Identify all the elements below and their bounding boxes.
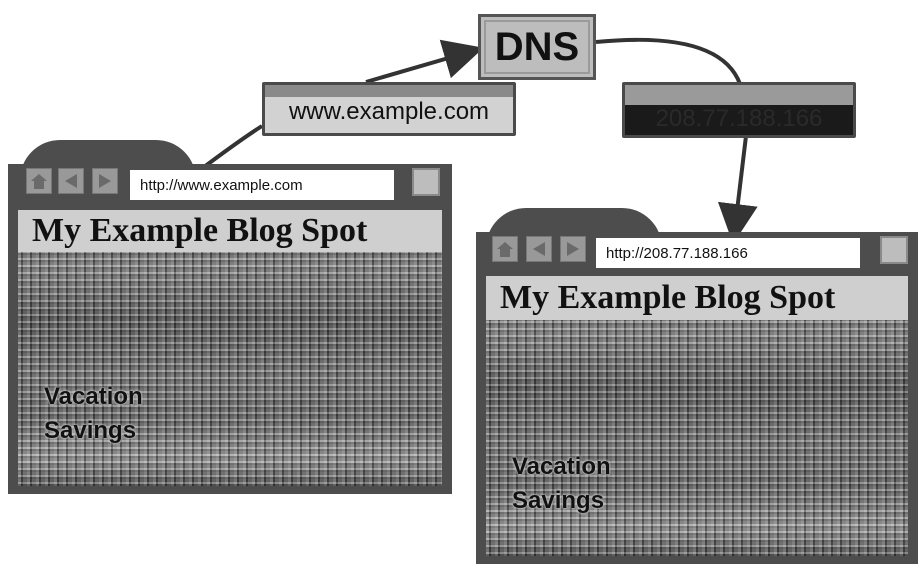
domain-name-text: www.example.com [288, 98, 490, 125]
address-bar[interactable]: http://www.example.com [130, 170, 394, 200]
ip-address-text: 208.77.188.166 [655, 105, 823, 132]
arrow-domain-to-dns [365, 39, 484, 84]
nav-link-savings[interactable]: Savings [512, 487, 605, 514]
nav-link-savings[interactable]: Savings [44, 417, 137, 444]
address-bar-text: http://208.77.188.166 [606, 244, 748, 262]
arrow-ip-to-browser [717, 135, 758, 244]
home-icon[interactable] [26, 168, 52, 194]
domain-name-label: www.example.com [262, 82, 516, 136]
page-content: My Example Blog Spot Vacation Savings [486, 276, 908, 556]
left-browser-window: http://www.example.com My Example Blog S… [8, 164, 452, 494]
page-content: My Example Blog Spot Vacation Savings [18, 210, 442, 486]
address-bar-text: http://www.example.com [140, 176, 303, 194]
nav-link-vacation[interactable]: Vacation [512, 453, 611, 480]
forward-arrow-icon[interactable] [92, 168, 118, 194]
ip-address-label: 208.77.188.166 [622, 82, 856, 138]
dns-label: DNS [494, 24, 580, 69]
window-button[interactable] [412, 168, 440, 196]
back-arrow-icon[interactable] [526, 236, 552, 262]
blog-title: My Example Blog Spot [18, 210, 442, 252]
dns-server-box: DNS [478, 14, 596, 80]
blog-title: My Example Blog Spot [486, 276, 908, 320]
forward-arrow-icon[interactable] [560, 236, 586, 262]
address-bar[interactable]: http://208.77.188.166 [596, 238, 860, 268]
home-icon[interactable] [492, 236, 518, 262]
nav-links: Vacation Savings [44, 380, 143, 448]
right-browser-window: http://208.77.188.166 My Example Blog Sp… [476, 232, 918, 564]
back-arrow-icon[interactable] [58, 168, 84, 194]
nav-links: Vacation Savings [512, 450, 611, 518]
window-button[interactable] [880, 236, 908, 264]
nav-link-vacation[interactable]: Vacation [44, 383, 143, 410]
arrow-dns-to-ip [595, 37, 742, 85]
